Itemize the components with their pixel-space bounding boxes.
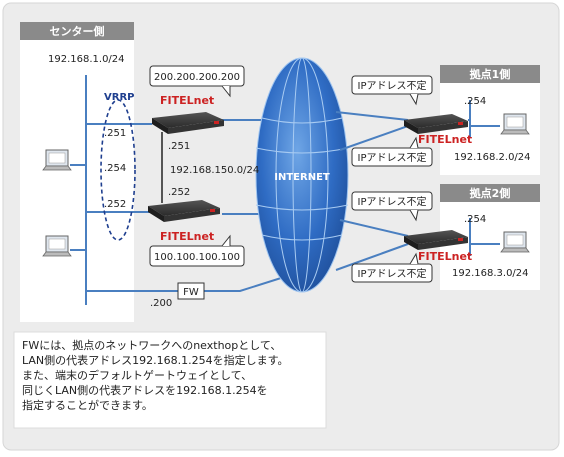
- site1-ip-callout-lower: [351, 136, 433, 167]
- site2-subnet: 192.168.3.0/24: [452, 268, 529, 279]
- site2-ip-upper: IPアドレス不定: [358, 195, 427, 208]
- site1-subnet: 192.168.2.0/24: [454, 152, 531, 163]
- site2-router-brand: FITELnet: [418, 250, 472, 263]
- router-upper-wan-ip: 200.200.200.200: [154, 72, 240, 83]
- note-box: [13, 331, 327, 429]
- site2-pc: [500, 231, 530, 253]
- center-site-title: センター側: [50, 24, 105, 38]
- site2-link-b: [335, 243, 409, 271]
- note-line-4: 同じくLAN側の代表アドレスを192.168.1.254を: [22, 384, 268, 397]
- site2-ip-lower: IPアドレス不定: [358, 267, 427, 280]
- site2-header: [440, 184, 540, 202]
- site1-title: 拠点1側: [470, 67, 511, 81]
- note-line-2: LAN側の代表アドレス192.168.1.254を指定します。: [22, 354, 289, 367]
- router-upper-brand: FITELnet: [160, 94, 214, 107]
- site2-router: [404, 230, 468, 250]
- note-line-3: また、端末のデフォルトゲートウェイとして、: [22, 369, 253, 382]
- site2-ip-callout-upper: [351, 191, 433, 222]
- site1-ip-lower: IPアドレス不定: [358, 151, 427, 164]
- router-upper-wan-callout: [149, 65, 245, 98]
- center-site-box: [20, 22, 134, 322]
- firewall-label: FW: [183, 287, 199, 298]
- site1-ip-upper: IPアドレス不定: [358, 79, 427, 92]
- site1-pc: [500, 113, 530, 135]
- router-lower-lan-addr: .252: [168, 187, 190, 198]
- site1-lan-addr: .254: [464, 96, 486, 107]
- firewall-addr: .200: [150, 298, 172, 309]
- center-pc-2: [42, 235, 72, 257]
- site1-router-brand: FITELnet: [418, 133, 472, 146]
- firewall-box: [177, 282, 205, 300]
- router-upper: [152, 112, 224, 134]
- note-text: FWには、拠点のネットワークへのnexthopとして、 LAN側の代表アドレス1…: [22, 338, 322, 413]
- vrrp-addr-lower: .252: [104, 199, 126, 210]
- site1-ip-callout-upper: [351, 75, 433, 106]
- router-upper-lan-addr: .251: [168, 141, 190, 152]
- vrrp-addr-upper: .251: [104, 128, 126, 139]
- vrrp-group-ellipse: [100, 99, 136, 241]
- router-lower-wan-ip: 100.100.100.100: [154, 252, 240, 263]
- center-site-header: [20, 22, 134, 40]
- note-line-1: FWには、拠点のネットワークへのnexthopとして、: [22, 339, 282, 352]
- internet-label: INTERNET: [274, 172, 330, 183]
- site2-lan-addr: .254: [464, 214, 486, 225]
- vrrp-label: VRRP: [104, 92, 134, 103]
- note-line-5: 指定することができます。: [22, 399, 153, 412]
- site2-title: 拠点2側: [470, 186, 511, 200]
- vrrp-addr-virtual: .254: [104, 163, 126, 174]
- site1-link-a: [335, 111, 409, 121]
- site1-router: [404, 114, 468, 134]
- site2-link-a: [339, 219, 409, 237]
- site1-link-b: [339, 125, 409, 151]
- internet-globe: [255, 57, 349, 293]
- site1-header: [440, 65, 540, 83]
- router-lower-brand: FITELnet: [160, 230, 214, 243]
- center-subnet-label: 192.168.1.0/24: [48, 54, 125, 65]
- center-pc-1: [42, 149, 72, 171]
- site2-ip-callout-lower: [351, 252, 433, 283]
- router-lower: [148, 200, 220, 222]
- sync-subnet-label: 192.168.150.0/24: [170, 165, 259, 176]
- router-lower-wan-callout: [149, 234, 245, 267]
